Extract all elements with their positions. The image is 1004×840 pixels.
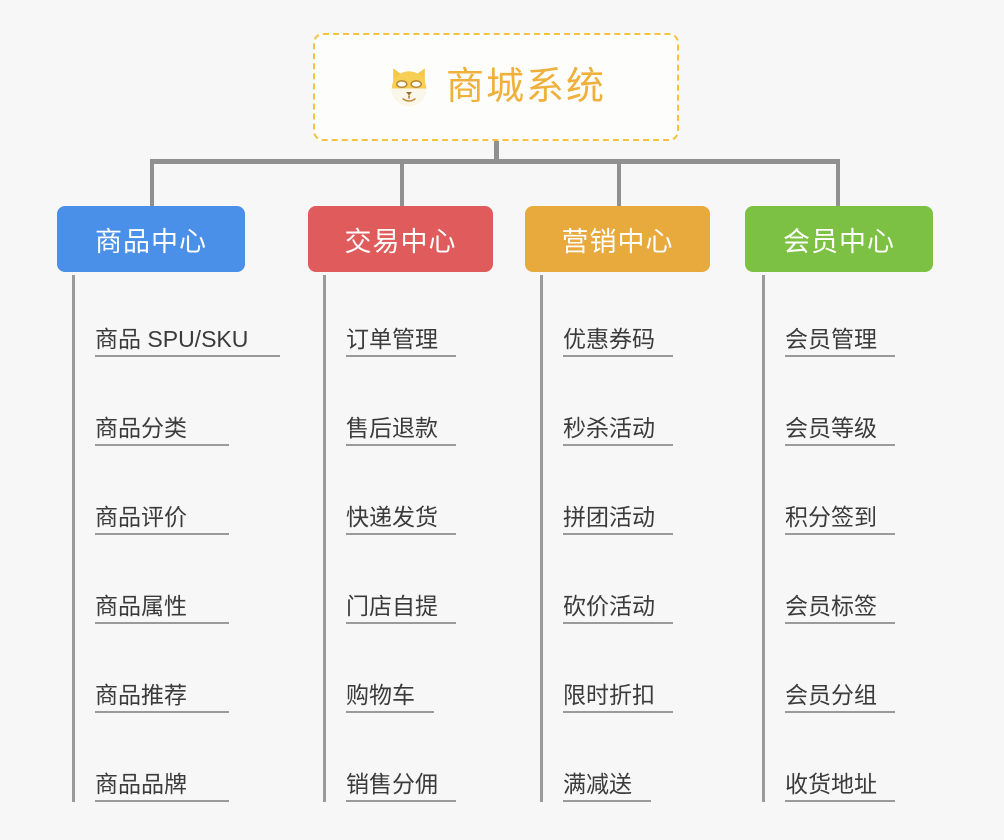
leaf-label: 会员等级 (785, 414, 877, 441)
leaf-label: 会员管理 (785, 325, 877, 352)
leaf-item[interactable]: 商品属性 (95, 578, 229, 624)
leaf-label: 商品推荐 (95, 681, 187, 708)
category-box-marketing-center[interactable]: 营销中心 (525, 206, 710, 272)
leaf-item[interactable]: 商品 SPU/SKU (95, 311, 280, 357)
connector-drop-3 (617, 159, 621, 207)
leaf-item[interactable]: 快递发货 (346, 489, 456, 535)
leaf-item[interactable]: 商品分类 (95, 400, 229, 446)
category-title: 交易中心 (344, 226, 457, 257)
category-box-product-center[interactable]: 商品中心 (57, 206, 245, 272)
column-trunk-marketing-center (540, 275, 543, 802)
leaf-label: 商品品牌 (95, 770, 187, 797)
leaf-item[interactable]: 售后退款 (346, 400, 456, 446)
leaf-item[interactable]: 商品评价 (95, 489, 229, 535)
leaf-label: 限时折扣 (563, 681, 655, 708)
category-box-member-center[interactable]: 会员中心 (745, 206, 933, 272)
connector-drop-1 (150, 159, 154, 207)
dog-face-icon (386, 64, 432, 110)
leaf-label: 会员分组 (785, 681, 877, 708)
leaf-label: 商品属性 (95, 592, 187, 619)
leaf-label: 拼团活动 (563, 503, 655, 530)
connector-horizontal-bus (150, 159, 840, 164)
leaf-item[interactable]: 收货地址 (785, 756, 895, 802)
category-title: 商品中心 (95, 226, 207, 257)
leaf-item[interactable]: 会员管理 (785, 311, 895, 357)
leaf-item[interactable]: 满减送 (563, 756, 651, 802)
leaf-item[interactable]: 门店自提 (346, 578, 456, 624)
leaf-item[interactable]: 购物车 (346, 667, 434, 713)
leaf-label: 秒杀活动 (563, 414, 655, 441)
leaf-label: 商品 SPU/SKU (95, 325, 249, 352)
column-trunk-member-center (762, 275, 765, 802)
leaf-label: 收货地址 (785, 770, 877, 797)
leaf-label: 销售分佣 (346, 770, 438, 797)
leaf-item[interactable]: 拼团活动 (563, 489, 673, 535)
column-trunk-product-center (72, 275, 75, 802)
connector-root-stem (494, 141, 499, 162)
leaf-item[interactable]: 砍价活动 (563, 578, 673, 624)
leaf-item[interactable]: 会员等级 (785, 400, 895, 446)
leaf-label: 会员标签 (785, 592, 877, 619)
leaf-label: 满减送 (563, 770, 632, 797)
leaf-label: 商品分类 (95, 414, 187, 441)
root-title: 商城系统 (445, 66, 606, 108)
leaf-item[interactable]: 商品推荐 (95, 667, 229, 713)
leaf-item[interactable]: 积分签到 (785, 489, 895, 535)
leaf-item[interactable]: 订单管理 (346, 311, 456, 357)
leaf-label: 优惠券码 (563, 325, 655, 352)
leaf-label: 积分签到 (785, 503, 877, 530)
connector-drop-4 (836, 159, 840, 207)
column-trunk-trade-center (323, 275, 326, 802)
category-title: 营销中心 (561, 226, 674, 257)
leaf-item[interactable]: 优惠券码 (563, 311, 673, 357)
leaf-label: 门店自提 (346, 592, 438, 619)
leaf-label: 商品评价 (95, 503, 187, 530)
leaf-label: 购物车 (346, 681, 415, 708)
leaf-item[interactable]: 会员标签 (785, 578, 895, 624)
leaf-label: 售后退款 (346, 414, 438, 441)
category-title: 会员中心 (783, 226, 895, 257)
leaf-label: 订单管理 (346, 325, 438, 352)
leaf-item[interactable]: 销售分佣 (346, 756, 456, 802)
leaf-item[interactable]: 秒杀活动 (563, 400, 673, 446)
category-box-trade-center[interactable]: 交易中心 (308, 206, 493, 272)
leaf-label: 快递发货 (346, 503, 438, 530)
root-node[interactable]: 商城系统 (313, 33, 679, 141)
connector-drop-2 (400, 159, 404, 207)
leaf-label: 砍价活动 (563, 592, 655, 619)
leaf-item[interactable]: 商品品牌 (95, 756, 229, 802)
leaf-item[interactable]: 会员分组 (785, 667, 895, 713)
leaf-item[interactable]: 限时折扣 (563, 667, 673, 713)
